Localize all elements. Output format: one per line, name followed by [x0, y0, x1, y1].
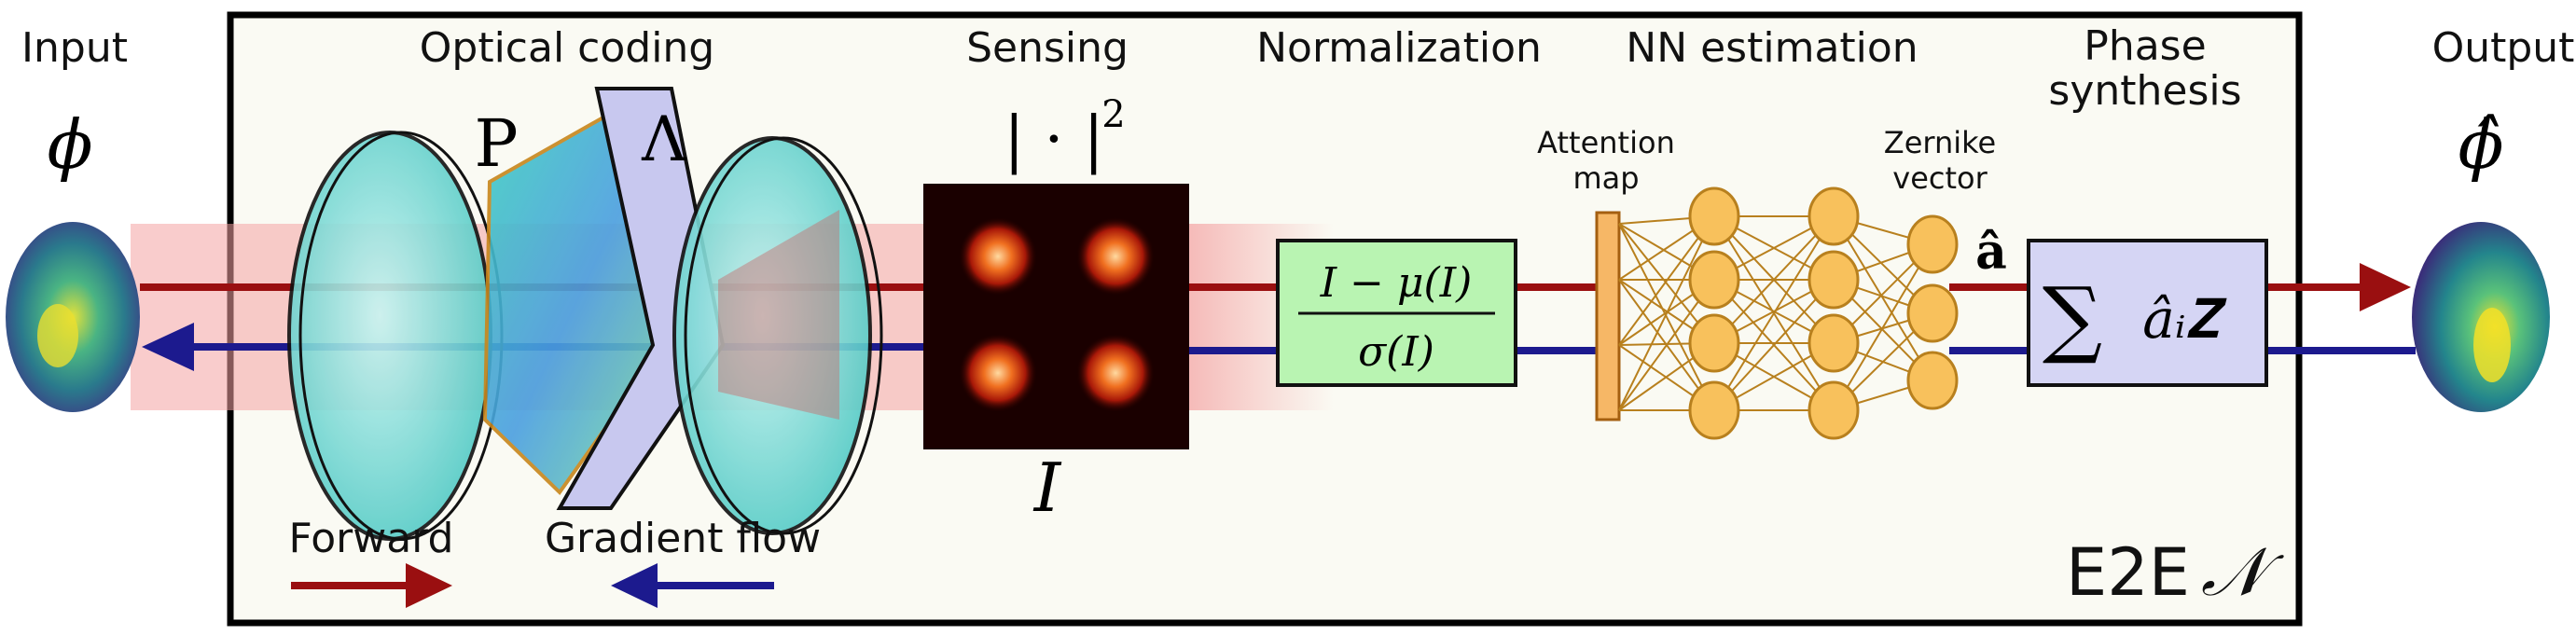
title-normalization: Normalization — [1256, 24, 1542, 72]
symbol-P: P — [474, 105, 518, 182]
nn-neuron — [1807, 186, 1860, 246]
legend-forward-label: Forward — [289, 515, 454, 562]
symbol-phi: ϕ — [47, 105, 92, 184]
attention-label-2: map — [1572, 160, 1639, 196]
nn-neuron — [1688, 380, 1740, 440]
beam-cone — [718, 210, 839, 420]
symbol-I: I — [1032, 449, 1062, 527]
attention-label-1: Attention — [1537, 125, 1675, 160]
zernike-label-2: vector — [1892, 160, 1987, 196]
title-phase-synthesis-2: synthesis — [2048, 67, 2241, 115]
legend-gradient-label: Gradient flow — [545, 515, 821, 562]
nn-neuron — [1688, 186, 1740, 246]
nn-edge — [1833, 243, 1933, 411]
phase-synthesis-box — [2027, 239, 2268, 387]
symbol-abs-sq: | · | — [1004, 104, 1103, 175]
sensor-spot-tl — [959, 217, 1037, 296]
nn-neuron — [1807, 250, 1860, 310]
nn-edge — [1618, 223, 1715, 411]
nn-edge — [1713, 279, 1835, 411]
forward-arrowhead-out — [2360, 263, 2411, 311]
legend-forward-arrowhead — [406, 563, 452, 608]
nn-neuron — [1688, 250, 1740, 310]
symbol-a-hat: â — [1975, 224, 2007, 281]
neural-network — [1618, 186, 1959, 440]
lens-back-rim — [684, 136, 883, 535]
lens-front — [287, 131, 492, 541]
nn-edge — [1833, 215, 1933, 381]
sensor-spot-bl — [959, 334, 1037, 412]
sum-sign: ∑ — [2043, 269, 2102, 367]
nn-edge — [1618, 215, 1715, 411]
zernike-label-1: Zernike — [1884, 125, 1996, 160]
nn-neuron — [1906, 214, 1959, 274]
norm-denominator: σ(I) — [1358, 328, 1434, 376]
title-input: Input — [21, 24, 128, 72]
input-phase-detail — [37, 304, 78, 367]
nn-edge — [1713, 215, 1835, 411]
e2e-label: E2E — [2066, 534, 2190, 611]
nn-neuron — [1906, 283, 1959, 343]
sensor-spot-tr — [1076, 217, 1155, 296]
sensor-image — [923, 184, 1189, 449]
nn-edge — [1713, 215, 1835, 344]
attention-map-bar — [1595, 211, 1621, 421]
nn-neuron — [1807, 313, 1860, 373]
symbol-Lambda: Λ — [641, 104, 687, 175]
title-phase-synthesis-1: Phase — [2084, 22, 2206, 70]
sensor-spot-br — [1076, 334, 1155, 412]
nn-neuron — [1688, 313, 1740, 373]
symbol-abs-sq-exp: 2 — [1101, 93, 1125, 136]
nn-neuron — [1807, 380, 1860, 440]
gradient-arrowhead-in — [142, 323, 194, 371]
title-nn-estimation: NN estimation — [1626, 24, 1918, 72]
symbol-phi-hat: ϕ̂ — [2458, 105, 2503, 184]
title-sensing: Sensing — [966, 24, 1129, 72]
norm-numerator: I − μ(I) — [1320, 259, 1473, 307]
sum-body: âᵢ𝐙 — [2142, 287, 2227, 351]
output-phase-detail — [2473, 308, 2511, 382]
title-output: Output — [2432, 24, 2575, 72]
legend-gradient-arrowhead — [611, 563, 658, 608]
title-optical-coding: Optical coding — [420, 24, 715, 72]
nn-neuron — [1906, 351, 1959, 410]
